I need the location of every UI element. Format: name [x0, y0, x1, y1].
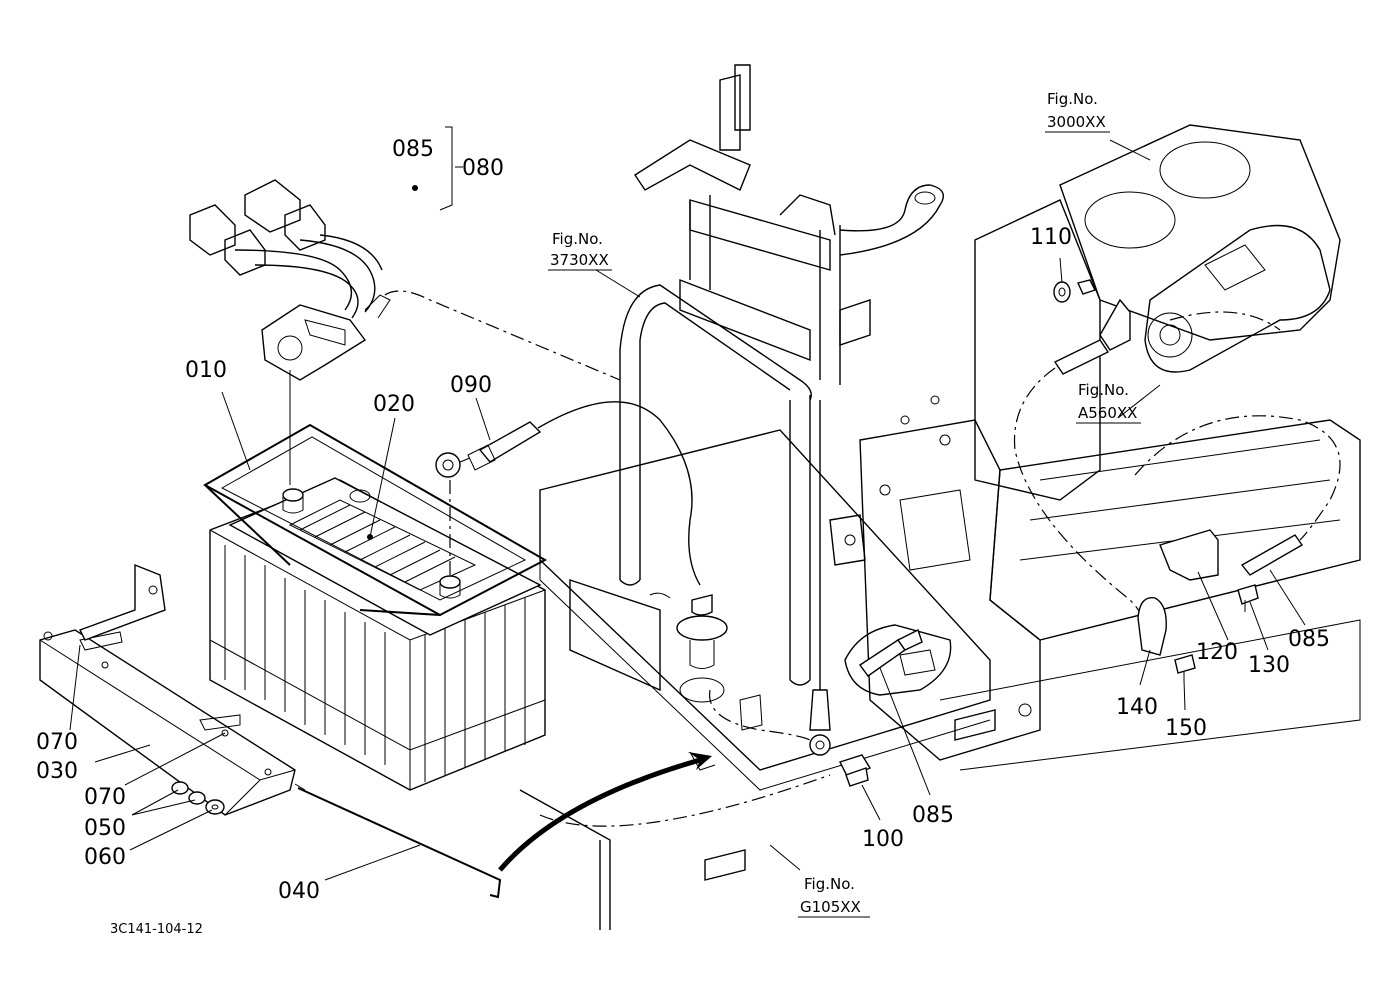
battery-bracket: [39, 563, 296, 816]
callout-040: 040: [278, 879, 320, 904]
fig-ref-a560: Fig.No. A560XX: [1076, 381, 1141, 424]
washer-050: [171, 781, 225, 815]
callout-150: 150: [1165, 716, 1207, 741]
callout-labels: 085 080 010 020 090 110 070 030 070 050 …: [36, 137, 1330, 904]
callout-130: 130: [1248, 653, 1290, 678]
bolt-100: [839, 754, 872, 787]
engine-block: [859, 124, 1361, 771]
svg-text:3000XX: 3000XX: [1047, 113, 1106, 131]
figure-references: Fig.No. 3730XX Fig.No. 3000XX Fig.No. A5…: [548, 90, 1141, 918]
fig-ref-g105: Fig.No. G105XX: [798, 875, 870, 918]
battery-cell-ribs: [224, 545, 526, 782]
frame-structure: [519, 64, 996, 930]
svg-text:Fig.No.: Fig.No.: [1047, 90, 1098, 108]
callout-030: 030: [36, 759, 78, 784]
callout-020: 020: [373, 392, 415, 417]
svg-text:A560XX: A560XX: [1078, 404, 1137, 422]
wire-harness: [189, 179, 621, 485]
callout-110: 110: [1030, 225, 1072, 250]
rod-040: [294, 783, 502, 899]
callout-100: 100: [862, 827, 904, 852]
svg-text:Fig.No.: Fig.No.: [552, 230, 603, 248]
battery: [202, 423, 548, 791]
svg-text:Fig.No.: Fig.No.: [804, 875, 855, 893]
insert-arrow: [498, 752, 831, 872]
ground-cable: [676, 400, 831, 756]
callout-090: 090: [450, 373, 492, 398]
drawing-code: 3C141-104-12: [110, 922, 203, 937]
callout-140: 140: [1116, 695, 1158, 720]
svg-text:G105XX: G105XX: [800, 898, 861, 916]
callout-060: 060: [84, 845, 126, 870]
battery-cable: [435, 401, 701, 586]
callout-010: 010: [185, 358, 227, 383]
svg-text:Fig.No.: Fig.No.: [1078, 381, 1129, 399]
engine-fittings: [859, 279, 1341, 682]
callout-070-a: 070: [36, 730, 78, 755]
callout-050: 050: [84, 816, 126, 841]
fig-ref-3730: Fig.No. 3730XX: [548, 230, 612, 271]
callout-085-top: 085: [392, 137, 434, 162]
callout-085-right: 085: [1288, 627, 1330, 652]
callout-120: 120: [1196, 640, 1238, 665]
callout-085-mid: 085: [912, 803, 954, 828]
svg-text:3730XX: 3730XX: [550, 251, 609, 269]
callout-080: 080: [462, 156, 504, 181]
leader-lines: [69, 126, 1306, 881]
fig-ref-3000: Fig.No. 3000XX: [1045, 90, 1110, 133]
callout-070-b: 070: [84, 785, 126, 810]
